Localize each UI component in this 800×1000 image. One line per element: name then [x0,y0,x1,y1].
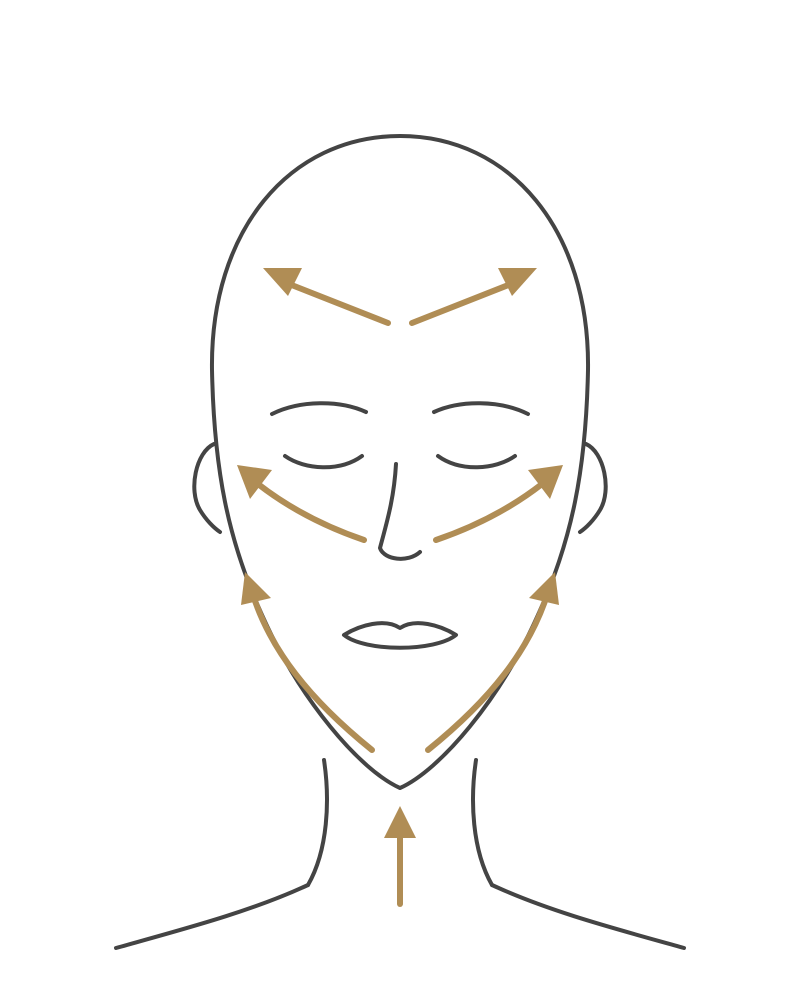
right-eyebrow [432,401,530,416]
arrow-forehead-right [409,268,537,326]
lips [342,621,458,650]
arrow-forehead-left [263,268,391,326]
arrow-jaw-right-head [529,572,559,605]
arrow-cheek-right-shaft [433,481,545,543]
arrow-forehead-right-shaft [409,279,519,326]
arrow-jaw-right-shaft [425,589,551,753]
arrow-cheek-left-head [237,465,272,499]
arrow-neck [384,806,416,907]
arrow-jaw-left [241,572,375,753]
left-ear [192,442,222,534]
arrow-forehead-left-head [263,268,302,296]
arrow-cheek-right [433,465,563,543]
neck-left [306,758,329,887]
arrow-jaw-left-head [241,572,271,605]
shoulder-left [114,883,310,950]
arrow-jaw-right [425,572,559,753]
arrow-cheek-left-shaft [255,481,367,543]
massage-arrows [237,268,563,907]
right-eye [436,454,517,470]
left-eye [283,454,364,470]
head-contour [209,134,591,790]
nose [378,462,422,561]
shoulder-right [490,883,686,950]
arrow-neck-head [384,806,416,838]
arrow-forehead-left-shaft [281,279,391,326]
arrow-jaw-left-shaft [249,589,375,753]
arrow-cheek-right-head [528,465,563,499]
left-eyebrow [270,401,368,416]
arrow-cheek-left [237,465,367,543]
right-ear [578,442,608,534]
neck-right [471,758,494,887]
arrow-forehead-right-head [498,268,537,296]
